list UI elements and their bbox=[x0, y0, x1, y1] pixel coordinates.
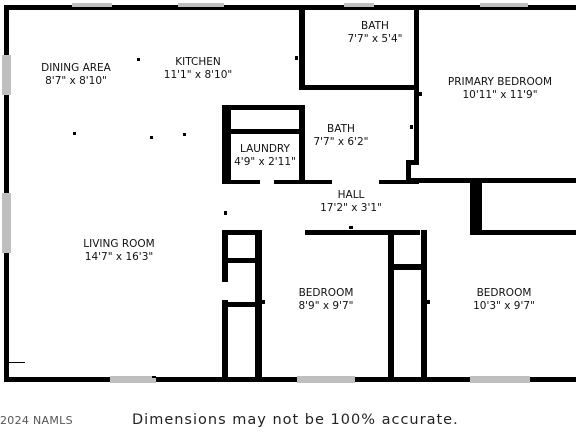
window-bottom-bed1 bbox=[297, 376, 355, 383]
window-top-kitchen bbox=[178, 3, 224, 7]
room-dimensions: 17'2" x 3'1" bbox=[320, 202, 382, 214]
room-label-kitchen: KITCHEN 11'1" x 8'10" bbox=[164, 56, 232, 81]
wall-living-right-a bbox=[222, 230, 228, 282]
wall-hall-bottom-b bbox=[305, 230, 420, 235]
room-dimensions: 11'1" x 8'10" bbox=[164, 69, 232, 81]
wall-bottom bbox=[4, 377, 576, 382]
room-label-bedroom-2: BEDROOM 10'3" x 9'7" bbox=[473, 287, 535, 312]
door-marker bbox=[137, 58, 140, 61]
wall-closet-bed1-top bbox=[222, 258, 260, 263]
window-top-left bbox=[72, 3, 112, 7]
window-top-primary bbox=[480, 3, 528, 7]
window-bottom-bed2 bbox=[470, 376, 530, 383]
window-top-bath bbox=[344, 3, 374, 7]
wall-hall-bottom-c bbox=[470, 230, 576, 235]
room-name: BEDROOM bbox=[299, 287, 354, 299]
wall-laundry-bottom bbox=[222, 180, 260, 184]
door-marker bbox=[419, 92, 422, 96]
wall-closet-bed1-mid bbox=[222, 302, 260, 307]
wall-bed1-right bbox=[388, 230, 394, 382]
wall-bath-primary-upper bbox=[414, 10, 419, 85]
room-label-dining-area: DINING AREA 8'7" x 8'10" bbox=[41, 62, 112, 87]
room-dimensions: 10'3" x 9'7" bbox=[473, 300, 535, 312]
room-name: BATH bbox=[361, 20, 389, 32]
wall-laundry-right bbox=[299, 105, 305, 184]
room-name: KITCHEN bbox=[175, 56, 221, 68]
door-marker bbox=[349, 226, 353, 229]
footer: 2024 NAMLS Dimensions may not be 100% ac… bbox=[0, 411, 576, 432]
room-label-living-room: LIVING ROOM 14'7" x 16'3" bbox=[83, 238, 154, 263]
wall-bath2-bottom bbox=[299, 180, 329, 184]
door-marker bbox=[329, 180, 332, 184]
wall-laundry-left bbox=[222, 105, 231, 184]
wall-living-right-b bbox=[222, 300, 228, 382]
window-left-dining bbox=[2, 55, 11, 95]
wall-laundry-bottom-r bbox=[274, 180, 305, 184]
wall-laundry-top-inner bbox=[229, 129, 305, 134]
window-left-living bbox=[2, 193, 11, 253]
window-bottom-living bbox=[110, 376, 156, 383]
door-marker bbox=[152, 376, 156, 378]
room-label-bedroom-1: BEDROOM 8'9" x 9'7" bbox=[298, 287, 353, 312]
wall-kitchen-bath bbox=[299, 10, 305, 85]
door-marker bbox=[262, 300, 265, 304]
wall-closet-left-stub bbox=[474, 183, 482, 235]
room-name: DINING AREA bbox=[41, 62, 112, 74]
door-marker bbox=[9, 362, 25, 363]
room-dimensions: 8'9" x 9'7" bbox=[298, 300, 353, 312]
floor-plan: DINING AREA 8'7" x 8'10" KITCHEN 11'1" x… bbox=[2, 3, 576, 383]
room-name: HALL bbox=[338, 189, 365, 201]
door-markers bbox=[9, 56, 475, 378]
door-marker bbox=[183, 133, 186, 136]
door-marker bbox=[224, 211, 227, 215]
room-name: BEDROOM bbox=[477, 287, 532, 299]
room-dimensions: 10'11" x 11'9" bbox=[462, 89, 537, 101]
room-label-bath-1: BATH 7'7" x 5'4" bbox=[347, 20, 402, 45]
wall-bath2-bottom-r bbox=[379, 180, 419, 184]
room-name: LAUNDRY bbox=[240, 143, 291, 155]
door-marker bbox=[150, 136, 153, 139]
wall-top bbox=[4, 5, 576, 10]
room-dimensions: 7'7" x 6'2" bbox=[313, 136, 368, 148]
room-dimensions: 4'9" x 2'11" bbox=[234, 156, 296, 168]
room-name: LIVING ROOM bbox=[83, 238, 154, 250]
copyright-text: 2024 NAMLS bbox=[0, 414, 73, 427]
wall-bath1-bottom bbox=[299, 85, 419, 90]
room-label-primary-bedroom: PRIMARY BEDROOM 10'11" x 11'9" bbox=[448, 76, 552, 101]
room-label-hall: HALL 17'2" x 3'1" bbox=[320, 189, 382, 214]
room-name: PRIMARY BEDROOM bbox=[448, 76, 552, 88]
disclaimer-text: Dimensions may not be 100% accurate. bbox=[132, 412, 459, 428]
wall-bed1-left bbox=[255, 230, 262, 382]
room-dimensions: 14'7" x 16'3" bbox=[85, 251, 153, 263]
door-marker bbox=[427, 300, 430, 304]
room-dimensions: 8'7" x 8'10" bbox=[45, 75, 107, 87]
door-marker bbox=[295, 56, 298, 60]
room-dimensions: 7'7" x 5'4" bbox=[347, 33, 402, 45]
wall-bath2-right bbox=[414, 85, 419, 165]
door-marker bbox=[73, 132, 76, 135]
wall-bed2-left bbox=[421, 230, 427, 382]
wall-hall-bottom-a bbox=[222, 230, 262, 235]
wall-bed-closet-top bbox=[388, 264, 426, 270]
wall-laundry-top bbox=[230, 105, 300, 110]
room-name: BATH bbox=[327, 123, 355, 135]
wall-bath2-corner bbox=[406, 160, 419, 165]
windows bbox=[2, 3, 530, 383]
wall-bath2-stub bbox=[406, 160, 411, 183]
room-label-bath-2: BATH 7'7" x 6'2" bbox=[313, 123, 368, 148]
wall-primary-bottom bbox=[406, 178, 576, 183]
door-marker bbox=[472, 205, 475, 209]
door-marker bbox=[410, 125, 413, 129]
room-label-laundry: LAUNDRY 4'9" x 2'11" bbox=[234, 143, 296, 168]
